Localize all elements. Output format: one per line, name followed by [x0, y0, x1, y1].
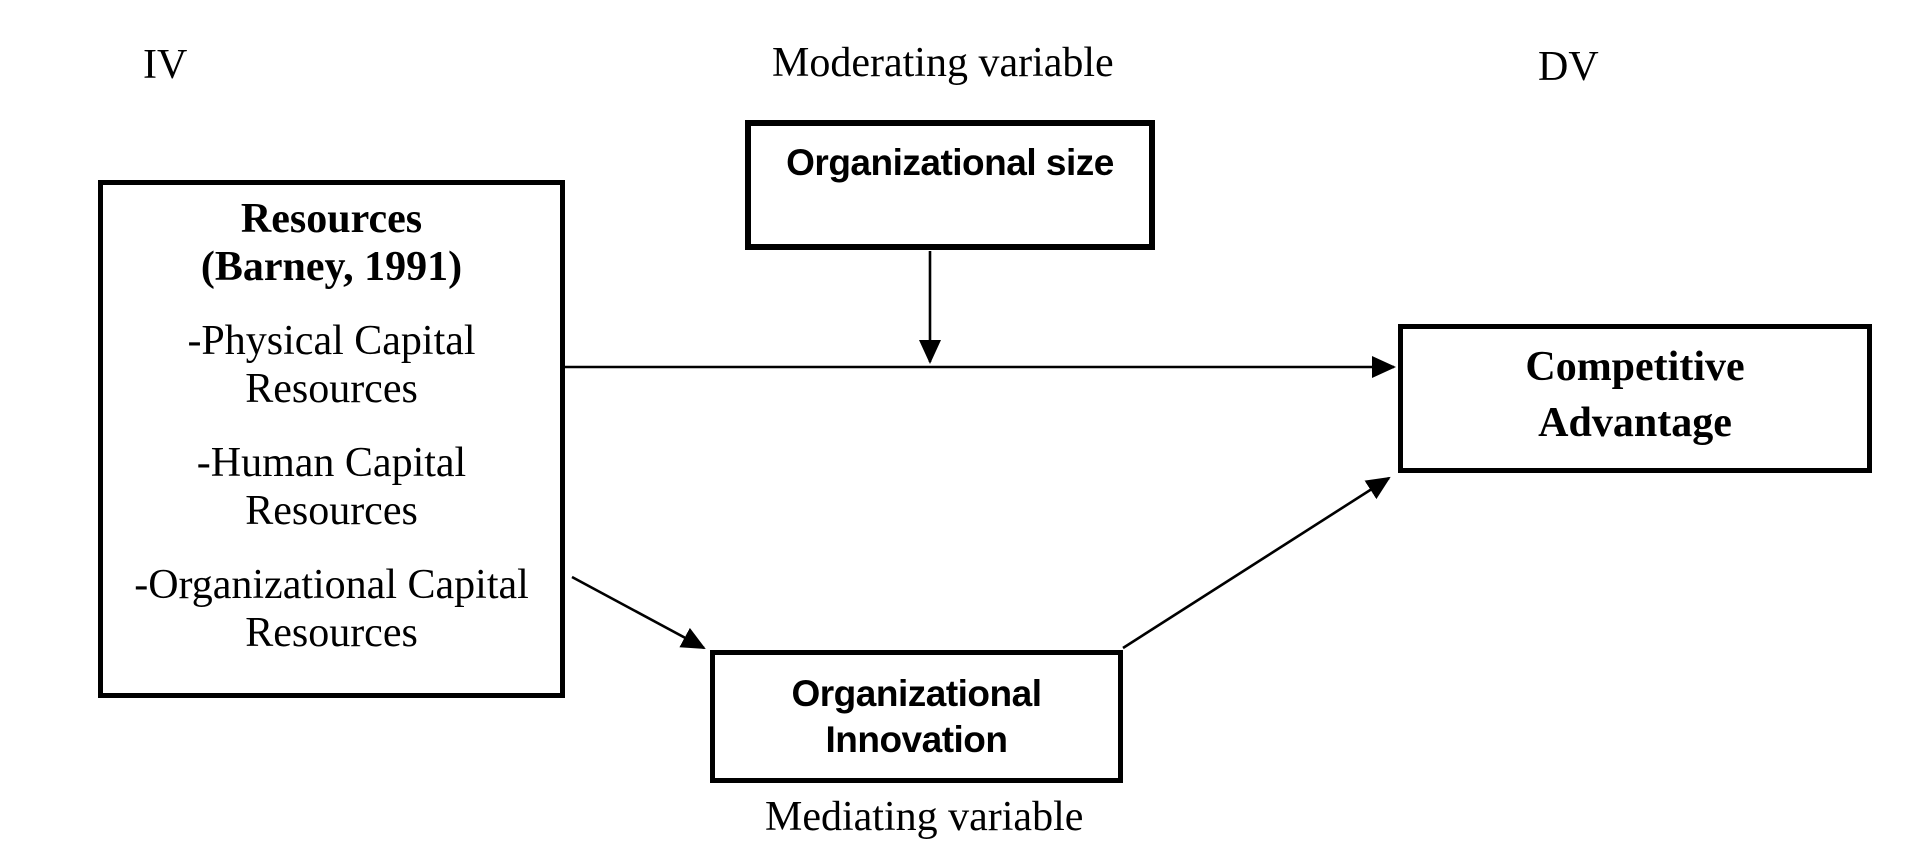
resources-to-innovation-arrow	[571, 575, 706, 650]
organizational-innovation-label: Organizational Innovation	[791, 672, 1042, 760]
competitive-advantage-label: Competitive Advantage	[1525, 344, 1745, 446]
resources-item-human-capital: -Human Capital Resources	[196, 440, 467, 534]
organizational-size-label: Organizational size	[786, 142, 1114, 183]
resources-citation: (Barney, 1991)	[200, 244, 463, 290]
resources-title: Resources	[240, 196, 423, 242]
resources-item-physical-capital: -Physical Capital Resources	[187, 318, 476, 412]
mediating-variable-label: Mediating variable	[765, 794, 1084, 840]
organizational-innovation-box: Organizational Innovation	[710, 650, 1123, 783]
moderating-variable-label: Moderating variable	[772, 40, 1114, 86]
resources-item-organizational-capital: -Organizational Capital Resources	[134, 562, 529, 656]
iv-label: IV	[143, 42, 188, 88]
innovation-to-advantage-arrow	[1122, 476, 1391, 650]
resources-box: Resources (Barney, 1991) -Physical Capit…	[98, 180, 565, 698]
dv-label: DV	[1538, 44, 1599, 90]
organizational-size-box: Organizational size	[745, 120, 1155, 250]
competitive-advantage-box: Competitive Advantage	[1398, 324, 1872, 473]
